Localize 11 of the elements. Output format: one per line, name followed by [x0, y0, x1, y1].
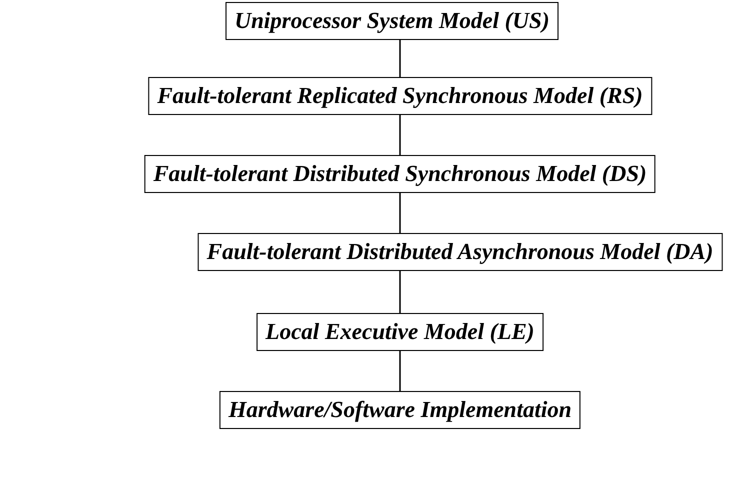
model-box: Uniprocessor System Model (US)	[226, 2, 558, 40]
model-box: Fault-tolerant Distributed Synchronous Model (DS)	[144, 155, 656, 193]
model-box: Local Executive Model (LE)	[256, 313, 544, 351]
connector-line	[399, 115, 401, 155]
connector-line	[399, 351, 401, 391]
connector-line	[399, 40, 401, 77]
model-box: Fault-tolerant Distributed Asynchronous Model (DA)	[198, 233, 722, 271]
connector-line	[399, 193, 401, 233]
connector-line	[399, 271, 401, 313]
model-box: Hardware/Software Implementation	[219, 391, 581, 429]
model-box: Fault-tolerant Replicated Synchronous Model (RS)	[148, 77, 652, 115]
